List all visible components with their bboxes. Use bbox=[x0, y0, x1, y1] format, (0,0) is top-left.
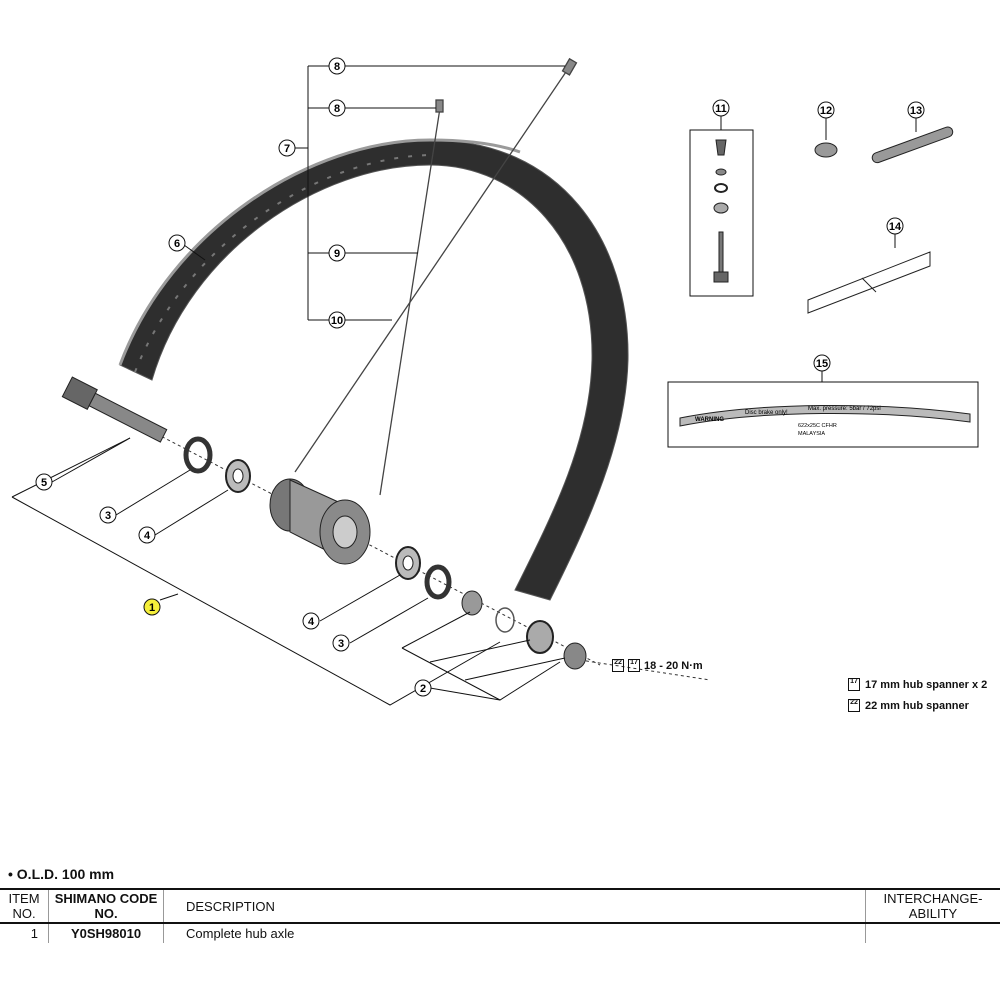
hub-axle-assembly bbox=[61, 376, 711, 681]
svg-text:1: 1 bbox=[149, 602, 155, 614]
torque-spec: 22 17 18 - 20 N·m bbox=[612, 659, 703, 672]
svg-text:2: 2 bbox=[420, 683, 426, 695]
legend-item-22mm: 22 22 mm hub spanner bbox=[848, 699, 969, 712]
warning-sticker bbox=[679, 404, 971, 427]
cell-item: 1 bbox=[30, 926, 38, 941]
callout-3-right: 3 bbox=[332, 634, 350, 652]
svg-text:12: 12 bbox=[820, 105, 832, 117]
spanner-17-icon: 17 bbox=[628, 659, 640, 672]
old-note: • O.L.D. 100 mm bbox=[8, 866, 115, 882]
header-code-no: SHIMANO CODE NO. bbox=[48, 888, 164, 924]
rim-tape-part bbox=[807, 251, 931, 314]
callout-1: 1 bbox=[143, 598, 161, 616]
callout-6: 6 bbox=[168, 234, 186, 252]
callout-12: 12 bbox=[817, 101, 835, 119]
rim-drawing bbox=[118, 138, 629, 601]
spanner-17-legend-icon: 17 bbox=[848, 678, 860, 691]
table-row: 1 Y0SH98010 Complete hub axle bbox=[0, 923, 1000, 943]
legend-item-17mm: 17 17 mm hub spanner x 2 bbox=[848, 678, 987, 691]
svg-text:4: 4 bbox=[308, 616, 315, 628]
callout-7: 7 bbox=[278, 139, 296, 157]
callout-8-second: 8 bbox=[328, 99, 346, 117]
svg-text:6: 6 bbox=[174, 238, 180, 250]
nut-part bbox=[814, 142, 838, 158]
svg-text:8: 8 bbox=[334, 61, 340, 73]
warning-line2: Disc brake only! bbox=[745, 410, 788, 416]
table-header-row: ITEM NO. SHIMANO CODE NO. DESCRIPTION IN… bbox=[0, 888, 1000, 924]
torque-value: 18 - 20 N·m bbox=[644, 659, 703, 672]
callout-3-left: 3 bbox=[99, 506, 117, 524]
svg-text:7: 7 bbox=[284, 143, 290, 155]
warning-line3: Max. pressure: 5bar / 72psi bbox=[808, 406, 881, 412]
callout-14: 14 bbox=[886, 217, 904, 235]
callout-11: 11 bbox=[712, 99, 730, 117]
callout-5: 5 bbox=[35, 473, 53, 491]
parts-table: ITEM NO. SHIMANO CODE NO. DESCRIPTION IN… bbox=[0, 888, 1000, 943]
callout-15: 15 bbox=[813, 354, 831, 372]
leader-lines bbox=[11, 65, 979, 706]
cell-interchange bbox=[865, 923, 1000, 943]
exploded-wheel-diagram: WARNING Disc brake only! Max. pressure: … bbox=[11, 57, 979, 706]
svg-text:3: 3 bbox=[105, 510, 111, 522]
header-description: DESCRIPTION bbox=[163, 888, 866, 924]
spoke-wrench-part bbox=[871, 126, 954, 164]
svg-text:8: 8 bbox=[334, 103, 340, 115]
callout-8-top: 8 bbox=[328, 57, 346, 75]
svg-text:4: 4 bbox=[144, 530, 151, 542]
svg-text:9: 9 bbox=[334, 248, 340, 260]
header-item-no: ITEM NO. bbox=[0, 888, 49, 924]
svg-text:5: 5 bbox=[41, 477, 47, 489]
callout-10: 10 bbox=[328, 311, 346, 329]
svg-text:11: 11 bbox=[715, 103, 727, 115]
legend-text-22mm: 22 mm hub spanner bbox=[865, 699, 969, 712]
callout-2: 2 bbox=[414, 679, 432, 697]
warning-line1: WARNING bbox=[695, 417, 724, 423]
svg-text:3: 3 bbox=[338, 638, 344, 650]
cell-code: Y0SH98010 bbox=[48, 923, 164, 943]
legend-text-17mm: 17 mm hub spanner x 2 bbox=[865, 678, 988, 691]
header-interchangeability: INTERCHANGE-ABILITY bbox=[865, 888, 1000, 924]
callout-9: 9 bbox=[328, 244, 346, 262]
spokes bbox=[294, 57, 578, 496]
svg-text:13: 13 bbox=[910, 105, 922, 117]
warning-line4: 622x25C CFHR bbox=[798, 423, 837, 429]
svg-text:14: 14 bbox=[889, 221, 902, 233]
callout-13: 13 bbox=[907, 101, 925, 119]
callout-4-left: 4 bbox=[138, 526, 156, 544]
svg-text:10: 10 bbox=[331, 315, 343, 327]
spanner-22-legend-icon: 22 bbox=[848, 699, 860, 712]
svg-text:15: 15 bbox=[816, 358, 828, 370]
valve-parts bbox=[713, 139, 729, 283]
cell-description: Complete hub axle bbox=[163, 923, 866, 943]
warning-line5: MALAYSIA bbox=[798, 431, 825, 437]
callout-4-right: 4 bbox=[302, 612, 320, 630]
spanner-22-icon: 22 bbox=[612, 659, 624, 672]
